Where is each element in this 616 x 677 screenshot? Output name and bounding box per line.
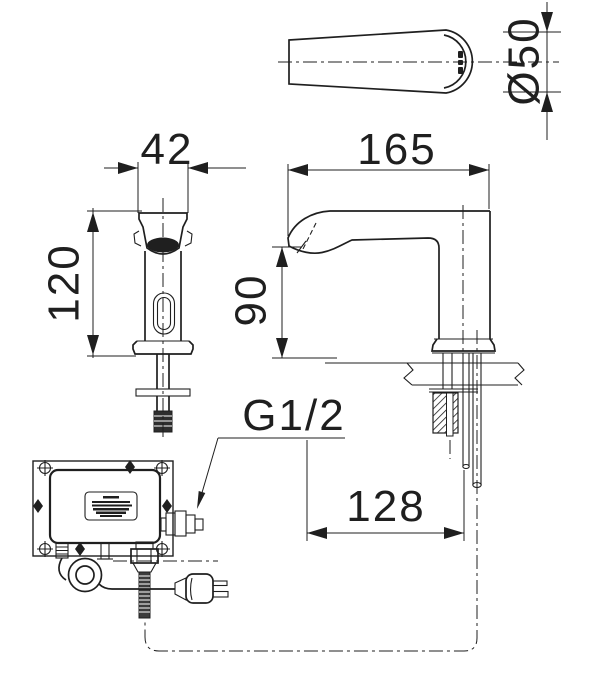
dim-body-height: 120	[40, 208, 142, 358]
under-counter-washer	[429, 388, 478, 393]
front-view-faucet	[132, 198, 194, 441]
dim-outlet-height: 90	[227, 246, 337, 359]
supply-routing-centerline	[144, 330, 478, 652]
power-cord	[58, 557, 67, 581]
cable-coil	[67, 557, 103, 593]
valve-thread-lines	[139, 575, 150, 613]
solenoid-valve	[130, 541, 159, 619]
top-view-spout	[278, 29, 559, 94]
dim-spout-diameter: Ø50	[500, 2, 561, 140]
power-plug	[174, 573, 229, 604]
counter-deck	[325, 362, 525, 386]
spout-brand-mark	[458, 51, 463, 74]
dim-label-spout-width: 42	[141, 125, 194, 174]
plug-prong-bottom	[212, 590, 229, 598]
under-counter-mounting	[429, 388, 482, 541]
edge-markers	[33, 460, 172, 556]
supply-hoses	[462, 463, 482, 541]
side-view-faucet	[287, 205, 497, 484]
control-box	[32, 460, 218, 619]
dim-supply-offset: 128	[306, 440, 464, 541]
dim-label-body-height: 120	[40, 243, 89, 322]
thread-callout: G1/2	[197, 391, 345, 509]
label-plate	[84, 491, 138, 521]
dim-label-spout-diameter: Ø50	[500, 16, 549, 105]
plug-prong-top	[212, 580, 228, 587]
drain-stub	[97, 542, 113, 560]
thread-callout-label: G1/2	[242, 391, 345, 440]
inlet-fitting	[160, 510, 204, 537]
outlet-aerator	[147, 237, 179, 253]
dim-label-supply-offset: 128	[346, 482, 425, 531]
mounting-washer-front	[135, 388, 191, 397]
dim-label-outlet-height: 90	[227, 274, 276, 327]
dim-label-spout-reach: 165	[357, 125, 436, 174]
mounting-nut	[432, 392, 459, 437]
sensor-window	[152, 292, 176, 335]
power-cord-and-plug	[58, 557, 229, 604]
leader-arrow	[197, 491, 206, 509]
dim-spout-width: 42	[104, 125, 246, 213]
outlet-axis-dash	[302, 222, 317, 250]
dim-spout-reach: 165	[287, 125, 490, 236]
mounting-plate	[32, 460, 174, 557]
